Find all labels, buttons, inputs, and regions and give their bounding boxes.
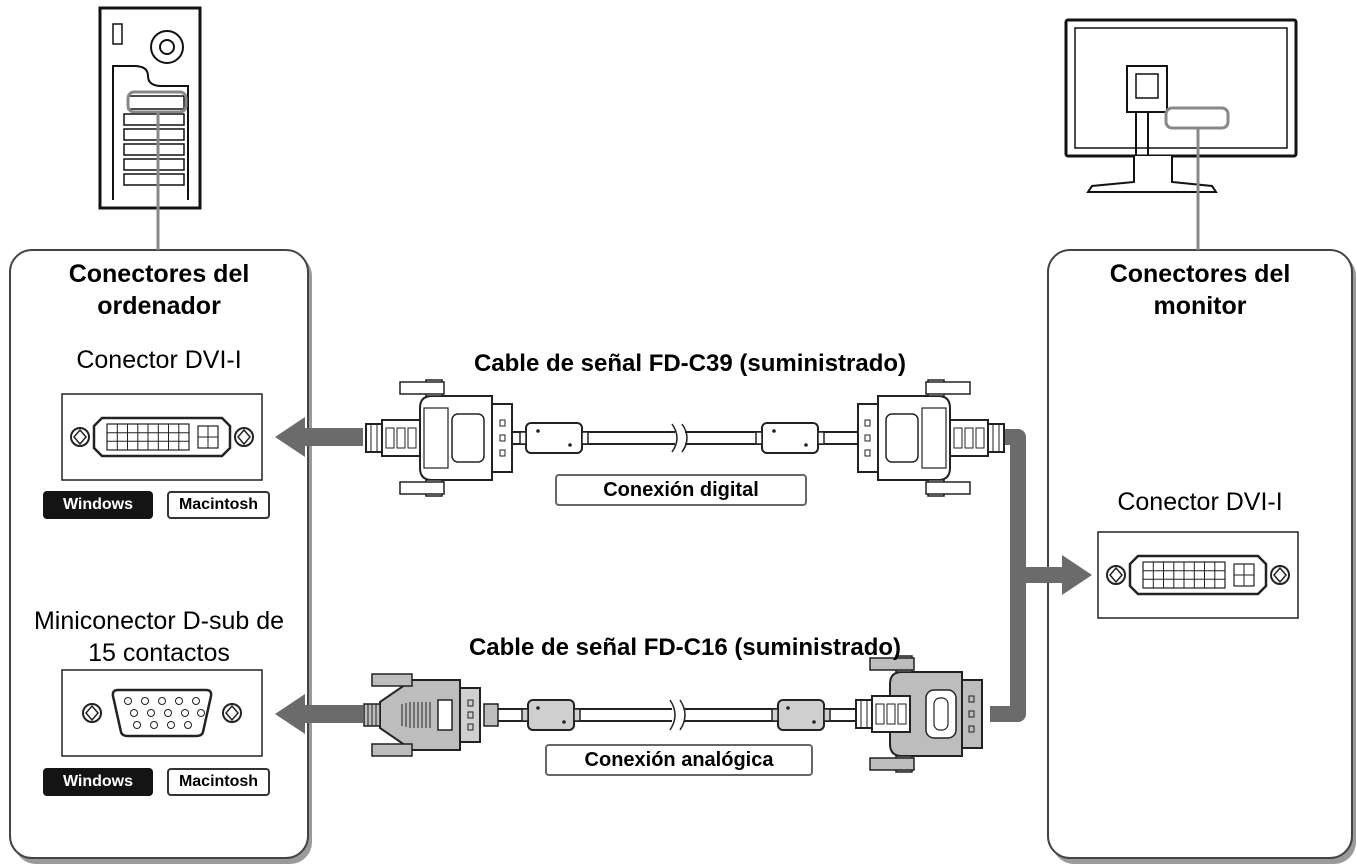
monitor-panel-title-line1: Conectores del [1109,260,1291,288]
computer-panel-title-line1: Conectores del [68,260,250,288]
digital-connection-label: Conexión digital [555,474,807,506]
monitor-dvi-port [1096,530,1300,620]
dsub-plug-left [363,673,481,757]
computer-panel-title-line2: ordenador [97,292,221,320]
computer-dvi-port [60,392,264,482]
monitor-rear [1064,18,1298,250]
analog-cable [363,655,983,773]
windows-badge-dvi: Windows [43,491,153,519]
computer-dsub-label-line2: 15 contactos [88,639,230,667]
analog-connection-label: Conexión analógica [545,744,813,776]
computer-tower [98,6,202,250]
computer-dvi-label: Conector DVI-I [76,346,242,374]
monitor-panel-title-line2: monitor [1153,292,1247,320]
windows-badge-dsub: Windows [43,768,153,796]
dvi-plug-left [365,379,513,497]
dvi-plug-analog-right [855,655,983,773]
dvi-cable-ferrite-right [755,422,825,454]
dvi-cable-ferrite-left [519,422,589,454]
macintosh-badge-dvi: Macintosh [167,491,270,519]
computer-dsub-port [60,668,264,758]
computer-dsub-label-line1: Miniconector D-sub de [33,607,285,635]
dvi-plug-right [857,379,1005,497]
analog-cable-ferrite-left [521,699,581,731]
analog-cable-ferrite-right [771,699,831,731]
analog-cable-title: Cable de señal FD-C16 (suministrado) [468,634,902,661]
dvi-cable-title: Cable de señal FD-C39 (suministrado) [473,350,907,377]
computer-panel [9,249,309,859]
macintosh-badge-dsub: Macintosh [167,768,270,796]
dvi-cable [365,379,1005,497]
monitor-dvi-label: Conector DVI-I [1117,488,1283,516]
